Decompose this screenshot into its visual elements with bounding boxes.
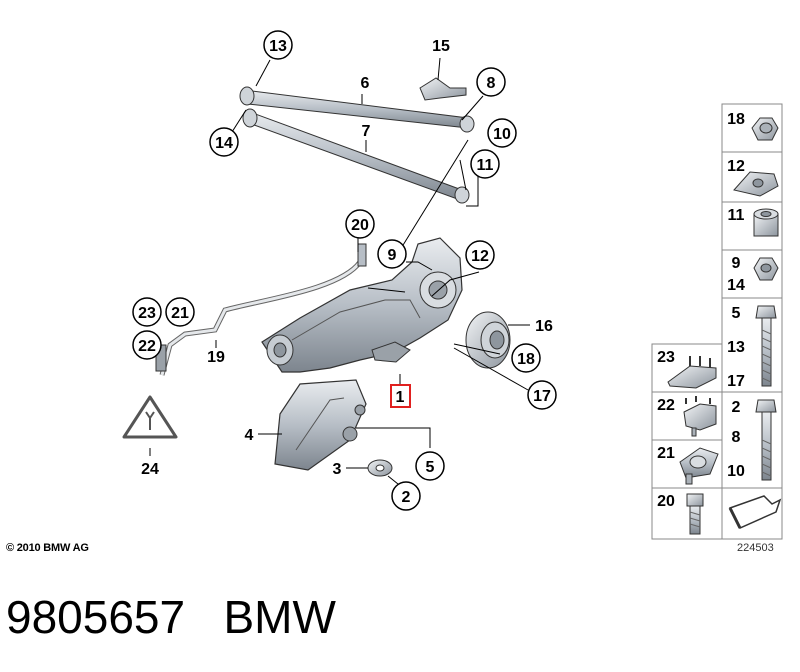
svg-text:21: 21 [657, 445, 675, 462]
svg-text:18: 18 [727, 111, 745, 128]
callout-18: 18 [511, 343, 541, 373]
svg-text:18: 18 [517, 351, 535, 368]
panel-item-9-14: 9 14 [727, 255, 779, 294]
bracket-4 [274, 379, 367, 471]
callout-7: 7 [362, 123, 371, 140]
svg-text:5: 5 [732, 305, 741, 322]
callout-8: 8 [476, 67, 506, 97]
panel-item-12: 12 [727, 158, 779, 197]
svg-text:11: 11 [477, 157, 494, 174]
callout-21: 21 [165, 297, 195, 327]
panel-item-23: 23 [657, 349, 717, 389]
callouts: 13 15 6 8 14 7 10 11 20 9 12 23 21 16 22… [132, 30, 557, 511]
callout-17: 17 [527, 380, 557, 410]
panel-item-18: 18 [727, 111, 779, 141]
svg-text:8: 8 [732, 429, 741, 446]
panel-item-11: 11 [728, 207, 779, 237]
svg-text:9: 9 [388, 247, 397, 264]
callout-15: 15 [432, 38, 450, 55]
callout-23: 23 [132, 297, 162, 327]
arrow-symbol-icon [728, 495, 782, 529]
highlight-box [390, 384, 411, 408]
svg-text:11: 11 [728, 207, 745, 224]
callout-19: 19 [207, 349, 225, 366]
svg-text:2: 2 [732, 399, 741, 416]
callout-13: 13 [263, 30, 293, 60]
callout-24: 24 [141, 461, 159, 478]
fastener-panel: 18 12 11 9 14 5 13 17 [721, 103, 783, 540]
warning-triangle-icon [122, 395, 178, 439]
svg-text:22: 22 [138, 338, 156, 355]
svg-text:1: 1 [396, 389, 405, 406]
callout-2: 2 [391, 481, 421, 511]
callout-12: 12 [465, 240, 495, 270]
panel-item-20: 20 [657, 493, 704, 535]
svg-text:23: 23 [657, 349, 675, 366]
svg-text:13: 13 [269, 38, 287, 55]
control-arm-7 [242, 108, 470, 204]
control-arm-6 [239, 86, 475, 133]
callout-16: 16 [535, 318, 553, 335]
diagram-number: 224503 [737, 542, 774, 554]
parts-diagram: 13 15 6 8 14 7 10 11 20 9 12 23 21 16 22… [122, 30, 783, 540]
leader-lines [149, 57, 530, 485]
svg-text:14: 14 [215, 135, 233, 152]
callout-1-highlighted: 1 [390, 384, 411, 408]
svg-text:10: 10 [493, 126, 511, 143]
svg-text:9: 9 [732, 255, 741, 272]
svg-text:21: 21 [171, 305, 189, 322]
callout-20: 20 [345, 209, 375, 239]
panel-item-5-13-17: 5 13 17 [727, 305, 777, 390]
svg-text:14: 14 [727, 277, 745, 294]
callout-14: 14 [209, 127, 239, 157]
svg-text:20: 20 [351, 217, 369, 234]
svg-text:10: 10 [727, 463, 745, 480]
callout-3: 3 [333, 461, 342, 478]
callout-9: 9 [377, 239, 407, 269]
panel-item-22: 22 [657, 396, 717, 437]
svg-text:20: 20 [657, 493, 675, 510]
callout-5: 5 [415, 451, 445, 481]
svg-text:17: 17 [533, 388, 551, 405]
svg-text:2: 2 [402, 489, 411, 506]
svg-text:8: 8 [487, 75, 496, 92]
bracket-15 [419, 77, 467, 101]
wheel-carrier [261, 237, 463, 373]
brand-name: BMW [223, 591, 336, 643]
svg-text:17: 17 [727, 373, 745, 390]
part-number: 9805657 [6, 591, 186, 643]
callout-11: 11 [470, 149, 500, 179]
fastener-panel-left: 23 22 21 20 [651, 343, 723, 540]
svg-text:12: 12 [471, 248, 489, 265]
svg-text:13: 13 [727, 339, 745, 356]
panel-item-21: 21 [657, 445, 719, 485]
callout-6: 6 [361, 75, 370, 92]
svg-text:22: 22 [657, 397, 675, 414]
part-info: 9805657 BMW [6, 590, 336, 644]
wheel-hub [465, 311, 511, 369]
svg-text:5: 5 [426, 459, 435, 476]
svg-text:23: 23 [138, 305, 156, 322]
callout-4: 4 [245, 427, 254, 444]
callout-10: 10 [487, 118, 517, 148]
svg-text:12: 12 [727, 158, 745, 175]
sensor-cable [155, 243, 367, 376]
washer-3 [367, 459, 393, 477]
callout-22: 22 [132, 330, 162, 360]
copyright-notice: © 2010 BMW AG [6, 542, 89, 554]
panel-item-2-8-10: 2 8 10 [727, 399, 777, 481]
